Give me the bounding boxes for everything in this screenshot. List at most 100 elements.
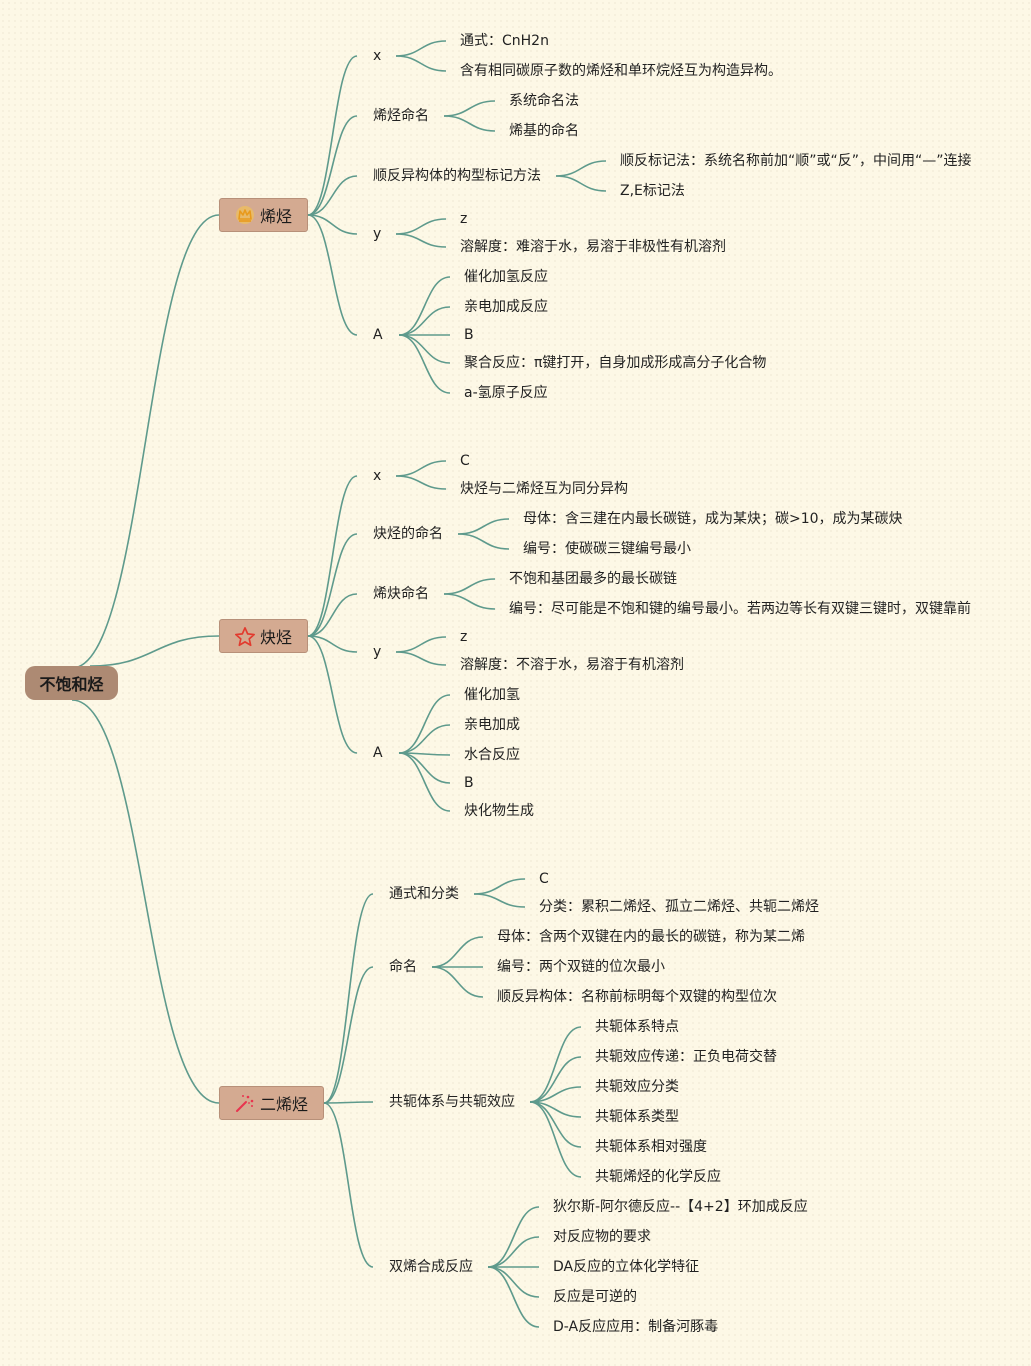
topic-reactions[interactable]: A — [373, 745, 383, 761]
connector-line — [487, 1236, 540, 1268]
connector-line — [457, 518, 510, 535]
leaf[interactable]: a-氢原子反应 — [464, 385, 548, 401]
topic-properties[interactable]: y — [373, 644, 382, 660]
leaf[interactable]: 顺反异构体：名称前标明每个双键的构型位次 — [497, 989, 777, 1005]
leaf[interactable]: 对反应物的要求 — [553, 1229, 651, 1245]
leaf[interactable]: 共轭体系特点 — [595, 1019, 679, 1035]
leaf[interactable]: 编号：尽可能是不饱和键的编号最小。若两边等长有双键三键时，双键靠前 — [509, 601, 971, 617]
leaf[interactable]: 母体：含三建在内最长碳链，成为某炔；碳>10，成为某碳炔 — [523, 511, 903, 527]
leaf[interactable]: C — [539, 871, 549, 887]
leaf[interactable]: 编号：两个双链的位次最小 — [497, 959, 665, 975]
topic-formula[interactable]: x — [373, 48, 382, 64]
connector-line — [487, 1266, 540, 1328]
leaf[interactable]: 聚合反应：π键打开，自身加成形成高分子化合物 — [464, 355, 767, 371]
connector-line — [307, 214, 358, 336]
leaf[interactable]: B — [464, 327, 474, 343]
leaf[interactable]: 顺反标记法：系统名称前加“顺”或“反”，中间用“—”连接 — [620, 153, 972, 169]
branch-node-alkyne[interactable]: 炔烃 — [219, 619, 308, 653]
leaf[interactable]: 水合反应 — [464, 747, 520, 763]
branch-node-alkene[interactable]: 烯烃 — [219, 198, 308, 232]
leaf[interactable]: 母体：含两个双键在内的最长的碳链，称为某二烯 — [497, 929, 805, 945]
connector-line — [487, 1206, 540, 1268]
leaf[interactable]: D-A反应应用：制备河豚毒 — [553, 1319, 719, 1335]
leaf[interactable]: 共轭体系类型 — [595, 1109, 679, 1125]
connector-line — [443, 593, 496, 610]
leaf[interactable]: 炔化物生成 — [464, 803, 534, 819]
connector-line — [323, 893, 374, 1104]
branch-node-diene[interactable]: 二烯烃 — [219, 1086, 324, 1120]
connector-line — [307, 55, 358, 216]
connector-line — [443, 115, 496, 132]
connector-line — [443, 578, 496, 595]
leaf[interactable]: C — [460, 453, 470, 469]
connector-line — [529, 1101, 582, 1178]
connector-line — [323, 966, 374, 1104]
connector-line — [395, 233, 447, 248]
topic-diels-alder[interactable]: 双烯合成反应 — [389, 1259, 473, 1275]
topic-enyne-naming[interactable]: 烯炔命名 — [373, 586, 429, 602]
connector-line — [307, 475, 358, 637]
leaf[interactable]: 共轭体系相对强度 — [595, 1139, 707, 1155]
branch-label: 炔烃 — [260, 628, 293, 647]
connector-line — [487, 1266, 540, 1298]
connector-line — [398, 724, 451, 754]
leaf[interactable]: 烯基的命名 — [509, 123, 579, 139]
leaf[interactable]: 溶解度：难溶于水，易溶于非极性有机溶剂 — [460, 239, 726, 255]
connector-line — [555, 175, 607, 192]
leaf[interactable]: 共轭效应传递：正负电荷交替 — [595, 1049, 777, 1065]
connector-line — [307, 115, 358, 216]
connector-line — [443, 100, 496, 117]
connector-line — [89, 635, 220, 667]
branch-label: 二烯烃 — [260, 1095, 309, 1114]
connector-line — [307, 593, 358, 637]
root-node[interactable]: 不饱和烃 — [25, 666, 118, 700]
leaf[interactable]: 亲电加成 — [464, 717, 520, 733]
connector-line — [398, 752, 451, 812]
leaf[interactable]: 分类：累积二烯烃、孤立二烯烃、共轭二烯烃 — [539, 899, 819, 915]
connector-line — [431, 966, 484, 998]
leaf[interactable]: 通式：CnH2n — [460, 33, 549, 49]
leaf[interactable]: 狄尔斯-阿尔德反应--【4+2】环加成反应 — [553, 1199, 808, 1215]
connector-line — [473, 893, 526, 908]
leaf[interactable]: 溶解度：不溶于水，易溶于有机溶剂 — [460, 657, 684, 673]
topic-formula[interactable]: x — [373, 468, 382, 484]
leaf[interactable]: 亲电加成反应 — [464, 299, 548, 315]
topic-naming[interactable]: 烯烃命名 — [373, 108, 429, 124]
star-icon — [234, 625, 256, 647]
leaf[interactable]: 含有相同碳原子数的烯烃和单环烷烃互为构造异构。 — [460, 63, 782, 79]
leaf[interactable]: 炔烃与二烯烃互为同分异构 — [460, 481, 628, 497]
topic-naming[interactable]: 命名 — [389, 959, 417, 975]
connector-line — [71, 214, 220, 669]
leaf[interactable]: 编号：使碳碳三键编号最小 — [523, 541, 691, 557]
topic-formula-classification[interactable]: 通式和分类 — [389, 886, 459, 902]
connector-line — [395, 218, 447, 235]
branch-label: 烯烃 — [260, 207, 293, 226]
leaf[interactable]: Z,E标记法 — [620, 183, 685, 199]
connector-line — [307, 175, 358, 216]
topic-properties[interactable]: y — [373, 226, 382, 242]
topic-conjugation[interactable]: 共轭体系与共轭效应 — [389, 1094, 515, 1110]
connector-line — [398, 334, 451, 394]
leaf[interactable]: 系统命名法 — [509, 93, 579, 109]
connector-line — [323, 1102, 374, 1268]
leaf[interactable]: 催化加氢反应 — [464, 269, 548, 285]
connector-line — [398, 306, 451, 336]
leaf[interactable]: 共轭烯烃的化学反应 — [595, 1169, 721, 1185]
connector-line — [395, 40, 447, 57]
leaf[interactable]: z — [460, 629, 468, 645]
connector-line — [71, 699, 220, 1104]
leaf[interactable]: 共轭效应分类 — [595, 1079, 679, 1095]
leaf[interactable]: z — [460, 211, 468, 227]
leaf[interactable]: DA反应的立体化学特征 — [553, 1259, 700, 1275]
connector-line — [431, 936, 484, 968]
topic-reactions[interactable]: A — [373, 327, 383, 343]
topic-cis-trans[interactable]: 顺反异构体的构型标记方法 — [373, 168, 541, 184]
leaf[interactable]: 催化加氢 — [464, 687, 520, 703]
leaf[interactable]: 不饱和基团最多的最长碳链 — [509, 571, 677, 587]
topic-naming[interactable]: 炔烃的命名 — [373, 526, 443, 542]
connector-line — [307, 635, 358, 653]
leaf[interactable]: B — [464, 775, 474, 791]
connector-line — [398, 334, 451, 364]
leaf[interactable]: 反应是可逆的 — [553, 1289, 637, 1305]
